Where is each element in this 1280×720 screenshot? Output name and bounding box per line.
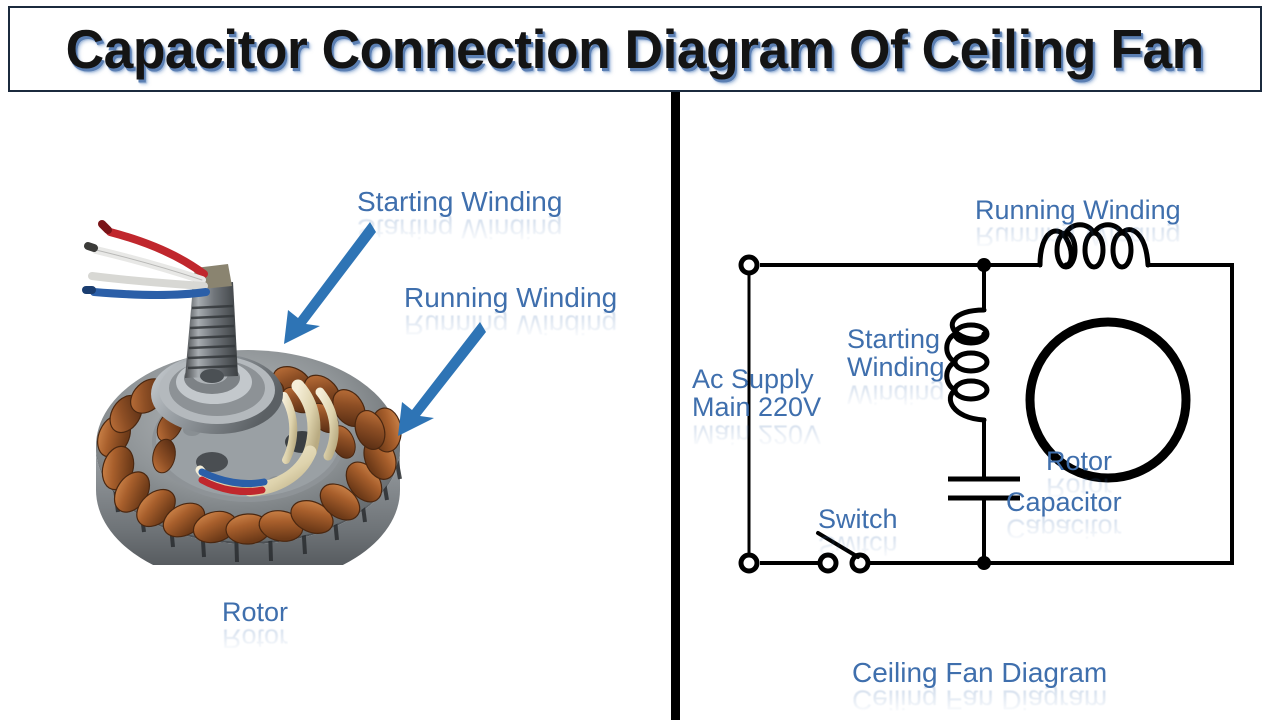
label-running-winding-photo: Running Winding Running Winding — [404, 282, 618, 341]
label-capacitor-reflection: Capacitor — [1006, 513, 1122, 544]
label-starting-winding-circuit-line2: Winding — [847, 352, 945, 383]
caption-ceiling-fan-diagram-reflection: Ceiling Fan Diagram — [852, 684, 1108, 716]
label-starting-winding-circuit: Starting Winding Winding — [847, 324, 945, 410]
label-ac-supply-line1: Ac Supply — [692, 364, 814, 394]
label-starting-winding-photo-text: Starting Winding — [357, 186, 563, 217]
stator-photo-graphic — [82, 220, 402, 565]
label-capacitor-text: Capacitor — [1006, 487, 1122, 517]
circuit-diagram — [690, 180, 1280, 600]
junction-bottom — [977, 556, 991, 570]
label-running-winding-circuit: Running Winding Running Winding — [975, 195, 1181, 252]
arrow-to-starting-winding — [284, 222, 376, 344]
rotor-symbol — [1025, 317, 1191, 483]
label-rotor-circuit-text: Rotor — [1046, 446, 1113, 476]
running-winding-inductor — [1037, 222, 1151, 270]
page-title: Capacitor Connection Diagram Of Ceiling … — [65, 18, 1205, 80]
capacitor-symbol — [948, 476, 1020, 501]
label-running-winding-photo-text: Running Winding — [404, 282, 618, 313]
label-ac-supply: Ac Supply Main 220V Main 220V — [692, 364, 822, 450]
label-ac-supply-line2: Main 220V — [692, 392, 822, 423]
label-rotor-photo-text: Rotor — [222, 597, 289, 627]
caption-ceiling-fan-diagram-text: Ceiling Fan Diagram — [852, 657, 1108, 688]
label-ac-supply-reflection: Main 220V — [692, 419, 822, 450]
junction-top — [977, 258, 991, 272]
circuit-schematic — [738, 222, 1234, 574]
stator-photo — [52, 190, 452, 565]
caption-ceiling-fan-diagram: Ceiling Fan Diagram Ceiling Fan Diagram — [852, 657, 1108, 716]
starting-winding-inductor — [944, 307, 990, 423]
ac-supply-terminal-top — [738, 254, 760, 276]
label-starting-winding-circuit-line1: Starting — [847, 324, 941, 354]
label-rotor-photo: Rotor Rotor — [222, 597, 289, 654]
label-running-winding-circuit-reflection: Running Winding — [975, 221, 1181, 252]
label-capacitor: Capacitor Capacitor — [1006, 487, 1122, 544]
label-starting-winding-photo: Starting Winding Starting Winding — [357, 186, 563, 245]
ac-supply-terminal-bottom — [738, 552, 760, 574]
label-switch: Switch Switch — [818, 504, 898, 561]
arrow-to-running-winding — [398, 322, 486, 436]
switch-symbol — [816, 531, 871, 574]
page-title-box: Capacitor Connection Diagram Of Ceiling … — [8, 6, 1262, 92]
label-switch-text: Switch — [818, 504, 898, 534]
label-switch-reflection: Switch — [818, 530, 898, 561]
label-rotor-circuit: Rotor Rotor — [1046, 446, 1113, 503]
label-rotor-photo-reflection: Rotor — [222, 623, 289, 654]
label-starting-winding-circuit-reflection: Winding — [847, 379, 945, 410]
panel-divider — [671, 92, 680, 720]
label-running-winding-circuit-text: Running Winding — [975, 195, 1181, 225]
label-starting-winding-photo-reflection: Starting Winding — [357, 213, 563, 245]
